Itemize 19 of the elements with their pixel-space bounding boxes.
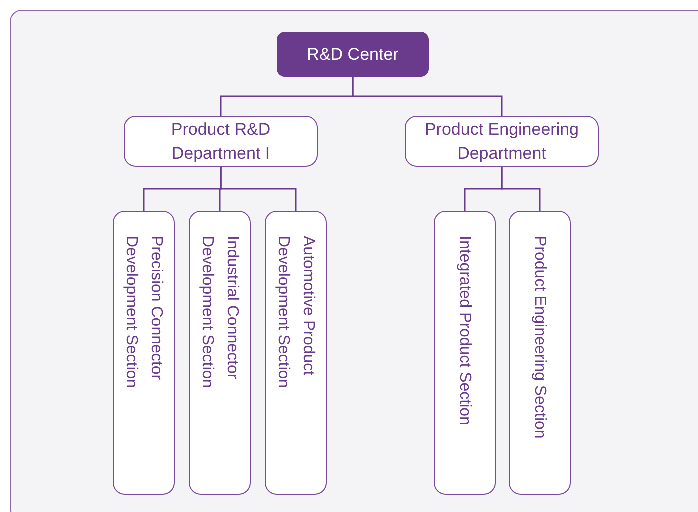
node-label: Product Engineering Department [424,118,580,164]
node-label: Industrial Connector Development Section [198,236,242,390]
department-box [405,116,599,167]
connector-line [220,167,297,211]
section-box [265,211,327,495]
section-box [509,211,571,495]
section-box [434,211,496,495]
connector-line [352,77,503,116]
node-label: Precision Connector Development Section [122,236,166,390]
node-label: Automotive Product Development Section [274,236,318,390]
node-label: R&D Center [307,44,399,66]
section-box [113,211,175,495]
node-label: Product Engineering Section [530,236,550,439]
node-label: Product R&D Department I [170,118,272,164]
node-label: Integrated Product Section [456,236,474,426]
center-box [277,32,429,77]
department-box [124,116,318,167]
connector-line [501,167,541,211]
section-box [189,211,251,495]
